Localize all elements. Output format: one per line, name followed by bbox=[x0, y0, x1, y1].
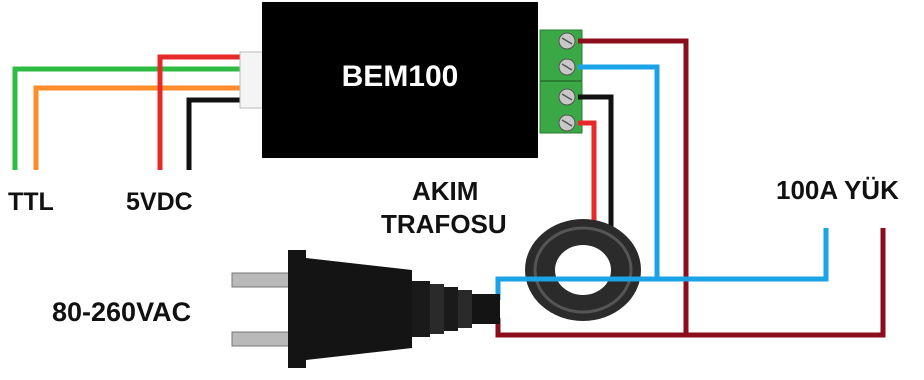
power-wires bbox=[157, 54, 248, 170]
module-title: BEM100 bbox=[341, 60, 459, 93]
vdc-label: 5VDC bbox=[126, 188, 193, 216]
wire-green bbox=[12, 66, 248, 170]
connector-icon bbox=[239, 51, 265, 109]
wire-black-gnd bbox=[186, 97, 248, 170]
wire-maroon-load bbox=[686, 228, 886, 338]
wire-red-5v bbox=[157, 54, 248, 170]
terminal-block-icon bbox=[539, 29, 583, 134]
wire-blue-through-ct bbox=[495, 228, 829, 300]
plug-icon bbox=[231, 250, 500, 368]
current-transformer-icon bbox=[525, 219, 641, 321]
ct-label-line2: TRAFOSU bbox=[381, 209, 507, 239]
bem100-module bbox=[262, 2, 538, 158]
ttl-label: TTL bbox=[8, 188, 54, 216]
load-label: 100A YÜK bbox=[776, 175, 899, 205]
wire-red-ct bbox=[578, 120, 597, 222]
mains-label: 80-260VAC bbox=[52, 297, 192, 327]
ct-label-line1: AKIM bbox=[412, 176, 479, 206]
ttl-wires bbox=[12, 66, 248, 170]
wire-orange bbox=[33, 85, 248, 170]
wire-black-ct bbox=[578, 94, 614, 233]
wire-blue-line bbox=[578, 64, 660, 279]
